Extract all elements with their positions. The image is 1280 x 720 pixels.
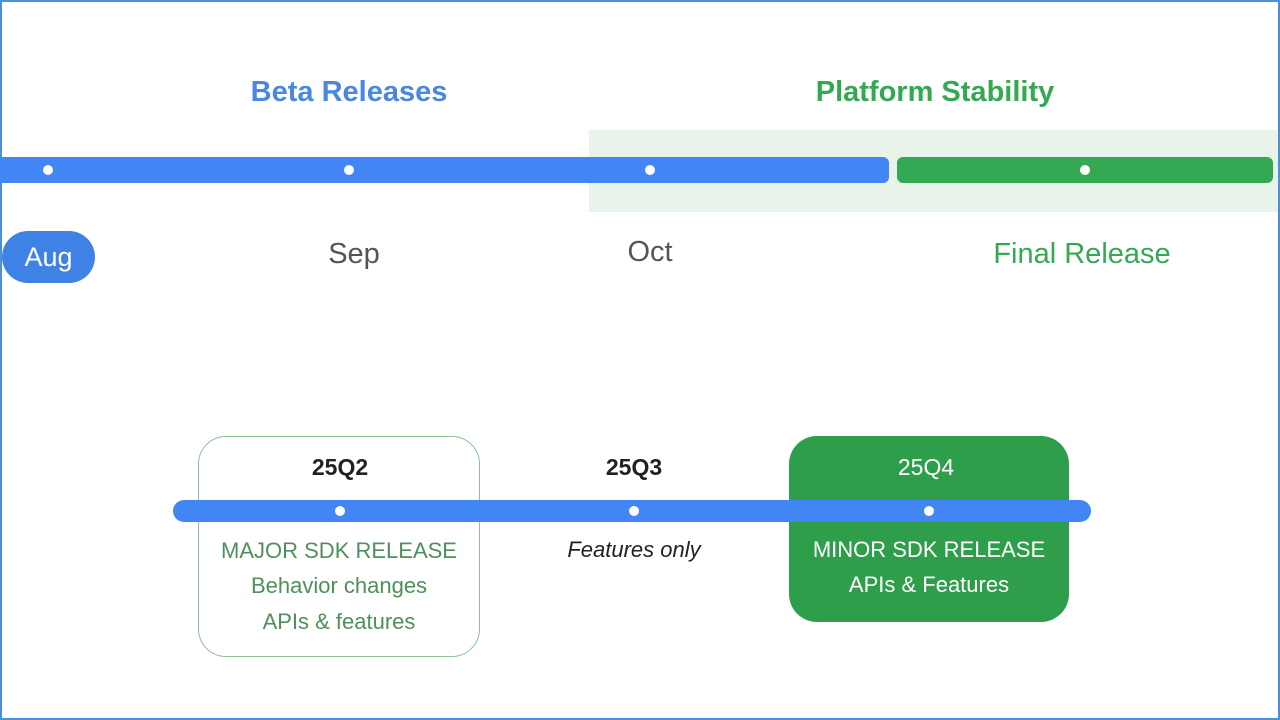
oct-label: Oct [627, 236, 673, 268]
beta-releases-label: Beta Releases [250, 76, 448, 108]
beta-timeline-bar [0, 157, 889, 183]
25q3-marker-dot [629, 506, 639, 516]
aug-marker-dot [43, 165, 53, 175]
major-sdk-release-text: MAJOR SDK RELEASE [221, 538, 457, 563]
aug-label-pill: Aug [2, 231, 95, 283]
minor-sdk-release-box [789, 436, 1069, 622]
platform-stability-label: Platform Stability [815, 76, 1055, 108]
25q2-marker-dot [335, 506, 345, 516]
sep-label: Sep [328, 238, 380, 270]
minor-apis-features-text: APIs & Features [848, 572, 1010, 597]
quarter-label-25q3: 25Q3 [605, 454, 663, 480]
oct-marker-dot [645, 165, 655, 175]
quarter-label-25q4: 25Q4 [897, 454, 955, 480]
minor-sdk-release-text: MINOR SDK RELEASE [812, 537, 1046, 562]
final-release-label: Final Release [993, 238, 1171, 270]
25q4-marker-dot [924, 506, 934, 516]
sep-marker-dot [344, 165, 354, 175]
features-only-text: Features only [567, 537, 701, 562]
apis-features-text: APIs & features [262, 609, 416, 634]
behavior-changes-text: Behavior changes [250, 573, 428, 598]
quarter-label-25q2: 25Q2 [311, 454, 369, 480]
final-release-marker-dot [1080, 165, 1090, 175]
major-sdk-release-box [198, 436, 480, 657]
